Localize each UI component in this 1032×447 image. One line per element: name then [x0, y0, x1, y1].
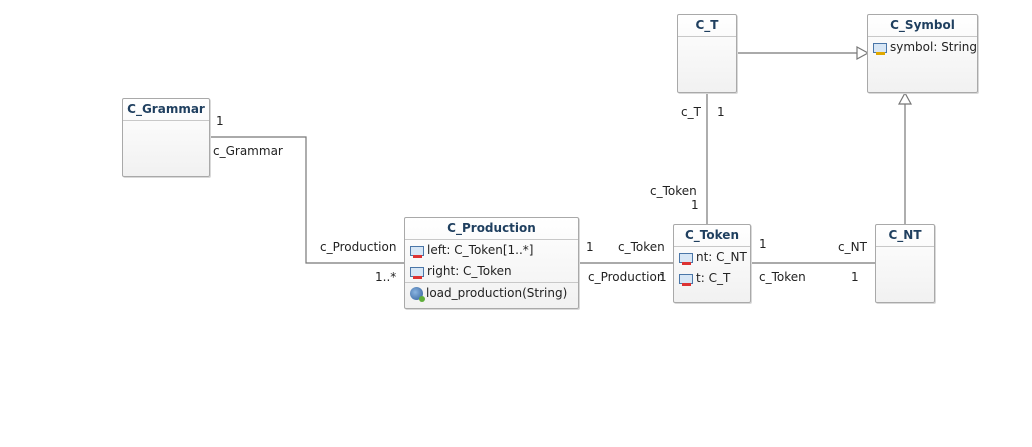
class-c-production[interactable]: C_Production left: C_Token[1..*] right: … — [404, 217, 579, 309]
class-name: C_Production — [405, 218, 578, 240]
private-attribute-icon — [410, 245, 424, 258]
private-attribute-icon — [679, 273, 693, 286]
class-c-grammar[interactable]: C_Grammar — [122, 98, 210, 177]
private-attribute-icon — [679, 252, 693, 265]
private-attribute-icon — [410, 266, 424, 279]
generalization-arrowhead-t — [856, 45, 870, 61]
role-label: c_T — [681, 105, 701, 119]
multiplicity-label: 1 — [659, 270, 667, 284]
multiplicity-label: 1 — [759, 237, 767, 251]
attribute-text: right: C_Token — [427, 264, 512, 278]
attribute-text: nt: C_NT — [696, 250, 747, 264]
class-name: C_T — [678, 15, 736, 37]
class-c-symbol[interactable]: C_Symbol symbol: String — [867, 14, 978, 93]
attribute-text: left: C_Token[1..*] — [427, 243, 534, 257]
attribute-compartment: symbol: String — [868, 37, 977, 58]
multiplicity-label: 1 — [216, 114, 224, 128]
attribute-row[interactable]: symbol: String — [868, 37, 977, 58]
multiplicity-label: 1 — [586, 240, 594, 254]
multiplicity-label: 1 — [851, 270, 859, 284]
multiplicity-label: 1 — [717, 105, 725, 119]
class-c-t[interactable]: C_T — [677, 14, 737, 93]
role-label: c_Token — [650, 184, 697, 198]
attribute-row[interactable]: nt: C_NT — [674, 247, 750, 268]
operation-text: load_production(String) — [426, 286, 568, 300]
association-grammar-production[interactable] — [210, 136, 405, 264]
role-label: c_Token — [618, 240, 665, 254]
class-name: C_Token — [674, 225, 750, 247]
role-label: c_Token — [759, 270, 806, 284]
package-attribute-icon — [873, 42, 887, 55]
operation-compartment: load_production(String) — [405, 282, 578, 304]
role-label: c_NT — [838, 240, 867, 254]
class-name: C_NT — [876, 225, 934, 247]
attribute-text: t: C_T — [696, 271, 731, 285]
attribute-compartment: left: C_Token[1..*] right: C_Token — [405, 240, 578, 282]
role-label: c_Production — [320, 240, 397, 254]
class-name: C_Grammar — [123, 99, 209, 121]
role-label: c_Grammar — [213, 144, 283, 158]
attribute-row[interactable]: right: C_Token — [405, 261, 578, 282]
class-c-token[interactable]: C_Token nt: C_NT t: C_T — [673, 224, 751, 303]
operation-row[interactable]: load_production(String) — [405, 283, 578, 304]
class-name: C_Symbol — [868, 15, 977, 37]
attribute-text: symbol: String — [890, 40, 978, 54]
role-label: c_Production — [588, 270, 665, 284]
multiplicity-label: 1 — [691, 198, 699, 212]
attribute-row[interactable]: t: C_T — [674, 268, 750, 289]
generalization-arrowhead-nt — [897, 91, 913, 105]
class-c-nt[interactable]: C_NT — [875, 224, 935, 303]
attribute-compartment: nt: C_NT t: C_T — [674, 247, 750, 289]
attribute-row[interactable]: left: C_Token[1..*] — [405, 240, 578, 261]
operation-icon — [410, 287, 425, 302]
multiplicity-label: 1..* — [375, 270, 397, 284]
